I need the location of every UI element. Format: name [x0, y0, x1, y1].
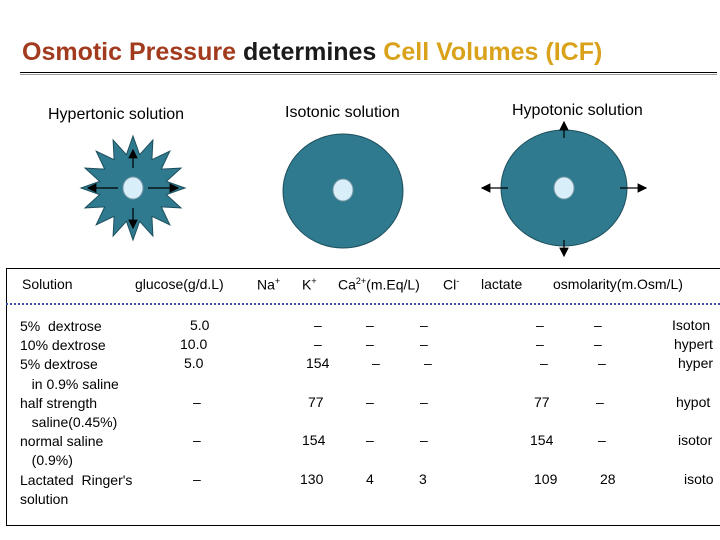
- header-cl: Cl-: [443, 276, 459, 293]
- tonicity-cell: hypot: [676, 394, 711, 410]
- title-underline-shadow: [20, 74, 717, 75]
- header-k: K+: [302, 276, 317, 293]
- title-underline: [20, 72, 717, 73]
- k-cell: –: [366, 317, 374, 333]
- glucose-cell: –: [193, 432, 201, 448]
- lactate-cell: –: [536, 336, 544, 352]
- na-cell: 77: [308, 394, 324, 410]
- header-cl-sup: -: [456, 276, 460, 286]
- hypertonic-nucleus: [122, 176, 144, 200]
- hypotonic-nucleus: [553, 176, 575, 200]
- glucose-cell: 5.0: [184, 355, 204, 371]
- isotonic-nucleus: [332, 178, 354, 202]
- cl-cell: –: [594, 336, 602, 352]
- hypotonic-label: Hypotonic solution: [512, 102, 643, 119]
- k-cell: –: [366, 432, 374, 448]
- k-cell: 4: [366, 471, 374, 487]
- table-header-rule: [6, 303, 720, 305]
- tonicity-cell: hyper: [678, 355, 714, 371]
- header-osmolarity: osmolarity(m.Osm/L): [553, 276, 683, 292]
- header-solution: Solution: [22, 276, 73, 292]
- lactate-cell: 154: [530, 432, 554, 448]
- cl-cell: –: [598, 432, 606, 448]
- header-na-sup: +: [274, 276, 281, 286]
- header-cl-text: Cl: [443, 276, 457, 293]
- ca-cell: –: [420, 317, 428, 333]
- header-lactate: lactate: [481, 276, 523, 292]
- na-cell: 154: [306, 355, 330, 371]
- ca-cell: –: [420, 336, 428, 352]
- glucose-cell: 5.0: [190, 317, 210, 333]
- k-cell: –: [366, 336, 374, 352]
- header-ca-sup: 2+: [355, 276, 367, 286]
- tonicity-cell: hypert: [674, 336, 713, 352]
- k-cell: –: [372, 355, 380, 371]
- tonicity-cell: Isoton: [672, 317, 711, 333]
- hypertonic-label: Hypertonic solution: [48, 106, 185, 123]
- lactate-cell: –: [540, 355, 548, 371]
- title-part-osmotic-pressure: Osmotic Pressure: [22, 38, 236, 66]
- header-k-sup: +: [311, 276, 317, 286]
- title-part-cell-volumes: Cell Volumes (ICF): [383, 38, 603, 66]
- header-ca-unit: (m.Eq/L): [366, 276, 420, 293]
- glucose-cell: –: [193, 394, 201, 410]
- cl-cell: 28: [600, 471, 616, 487]
- header-na: Na+: [257, 276, 280, 293]
- na-cell: 154: [302, 432, 326, 448]
- ca-cell: –: [420, 432, 428, 448]
- na-cell: –: [314, 336, 322, 352]
- na-cell: 130: [300, 471, 324, 487]
- lactate-cell: –: [536, 317, 544, 333]
- na-cell: –: [314, 317, 322, 333]
- hypotonic-cell: [480, 120, 648, 258]
- slide-title: Osmotic Pressure determines Cell Volumes…: [22, 38, 602, 67]
- hypertonic-cell: [79, 134, 187, 242]
- header-na-text: Na: [257, 276, 275, 293]
- title-part-determines: determines: [242, 38, 377, 66]
- solution-names: 5% dextrose 10% dextrose 5% dextrose in …: [20, 318, 133, 507]
- header-k-text: K: [302, 276, 312, 293]
- ca-cell: –: [424, 355, 432, 371]
- glucose-cell: –: [193, 471, 201, 487]
- iv-solutions-table: [6, 268, 720, 526]
- ca-cell: 3: [419, 471, 427, 487]
- isotonic-cell: [282, 133, 404, 249]
- header-ca-text: Ca: [338, 276, 356, 293]
- isotonic-label: Isotonic solution: [285, 104, 400, 121]
- lactate-cell: 109: [534, 471, 558, 487]
- lactate-cell: 77: [534, 394, 550, 410]
- tonicity-cell: isotor: [678, 432, 713, 448]
- header-ca: Ca2+(m.Eq/L): [338, 276, 420, 293]
- k-cell: –: [366, 394, 374, 410]
- header-glucose: glucose(g/d.L): [135, 276, 224, 292]
- tonicity-cell: isoto: [684, 471, 714, 487]
- cl-cell: –: [596, 394, 604, 410]
- glucose-cell: 10.0: [180, 336, 208, 352]
- cl-cell: –: [598, 355, 606, 371]
- ca-cell: –: [420, 394, 428, 410]
- cl-cell: –: [594, 317, 602, 333]
